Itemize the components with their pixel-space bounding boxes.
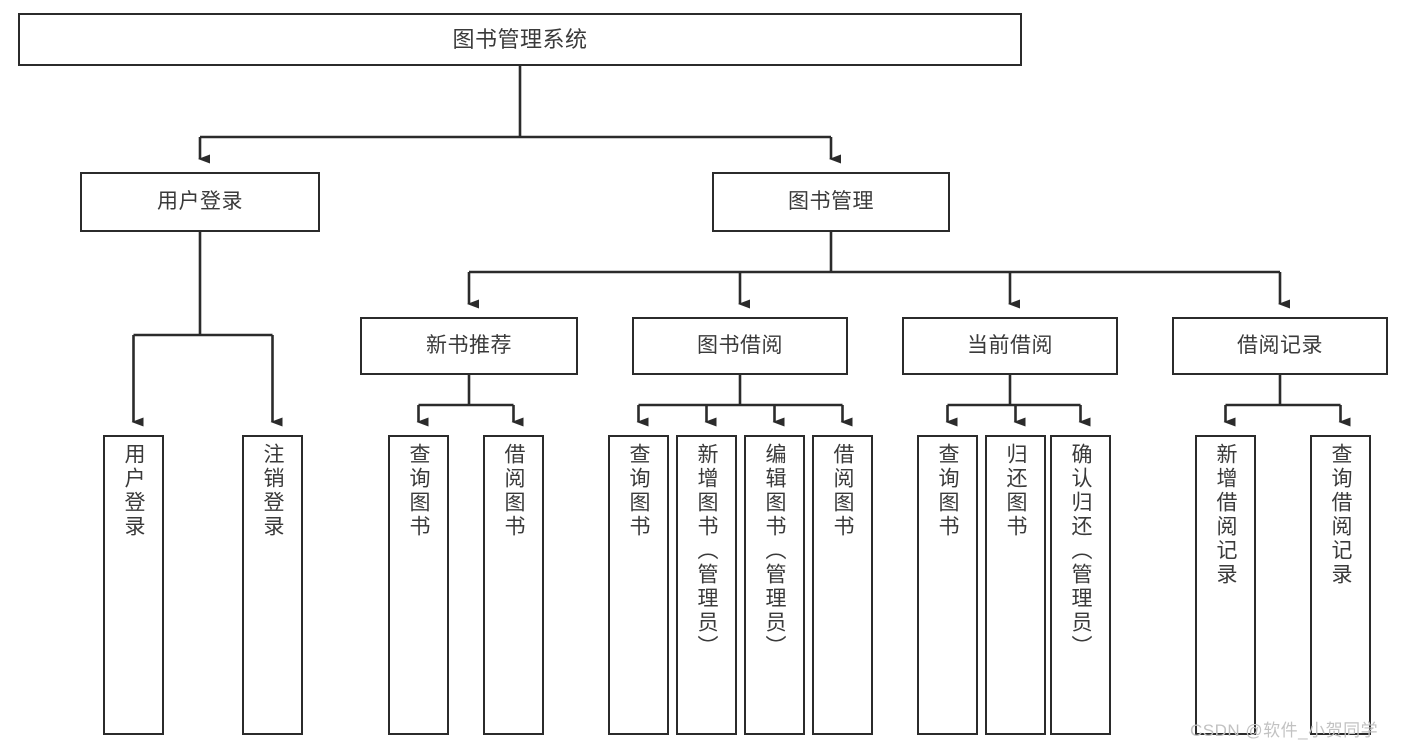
node-label: 借阅记录 xyxy=(1237,333,1323,357)
node-label: 图书借阅 xyxy=(697,333,783,357)
leaf-node-2: 查询图书 xyxy=(388,435,449,735)
leaf-node-7: 借阅图书 xyxy=(812,435,873,735)
node-label: 查询图书 xyxy=(627,443,650,539)
level3-node-2: 当前借阅 xyxy=(902,317,1118,375)
node-label: 确认归还（管理员） xyxy=(1069,443,1092,659)
node-label: 新增借阅记录 xyxy=(1214,443,1237,587)
leaf-node-9: 归还图书 xyxy=(985,435,1046,735)
leaf-node-0: 用户登录 xyxy=(103,435,164,735)
node-label: 注销登录 xyxy=(261,443,284,539)
node-label: 图书管理 xyxy=(788,189,874,213)
node-label: 编辑图书（管理员） xyxy=(763,443,786,659)
node-label: 借阅图书 xyxy=(502,443,525,539)
level3-node-3: 借阅记录 xyxy=(1172,317,1388,375)
root-node: 图书管理系统 xyxy=(18,13,1022,66)
csdn-watermark: CSDN @软件_小贺同学 xyxy=(1190,721,1379,740)
level2-node-1: 图书管理 xyxy=(712,172,950,232)
node-label: 新增图书（管理员） xyxy=(695,443,718,659)
level3-node-1: 图书借阅 xyxy=(632,317,848,375)
leaf-node-6: 编辑图书（管理员） xyxy=(744,435,805,735)
leaf-node-4: 查询图书 xyxy=(608,435,669,735)
leaf-node-8: 查询图书 xyxy=(917,435,978,735)
node-label: 归还图书 xyxy=(1004,443,1027,539)
node-label: 借阅图书 xyxy=(831,443,854,539)
node-label: 用户登录 xyxy=(122,443,145,539)
leaf-node-11: 新增借阅记录 xyxy=(1195,435,1256,735)
node-label: 图书管理系统 xyxy=(452,26,588,52)
node-label: 用户登录 xyxy=(157,189,243,213)
leaf-node-1: 注销登录 xyxy=(242,435,303,735)
leaf-node-5: 新增图书（管理员） xyxy=(676,435,737,735)
node-label: 新书推荐 xyxy=(426,333,512,357)
node-label: 当前借阅 xyxy=(967,333,1053,357)
node-label: 查询图书 xyxy=(407,443,430,539)
level3-node-0: 新书推荐 xyxy=(360,317,578,375)
level2-node-0: 用户登录 xyxy=(80,172,320,232)
leaf-node-10: 确认归还（管理员） xyxy=(1050,435,1111,735)
leaf-node-3: 借阅图书 xyxy=(483,435,544,735)
leaf-node-12: 查询借阅记录 xyxy=(1310,435,1371,735)
node-label: 查询图书 xyxy=(936,443,959,539)
node-label: 查询借阅记录 xyxy=(1329,443,1352,587)
